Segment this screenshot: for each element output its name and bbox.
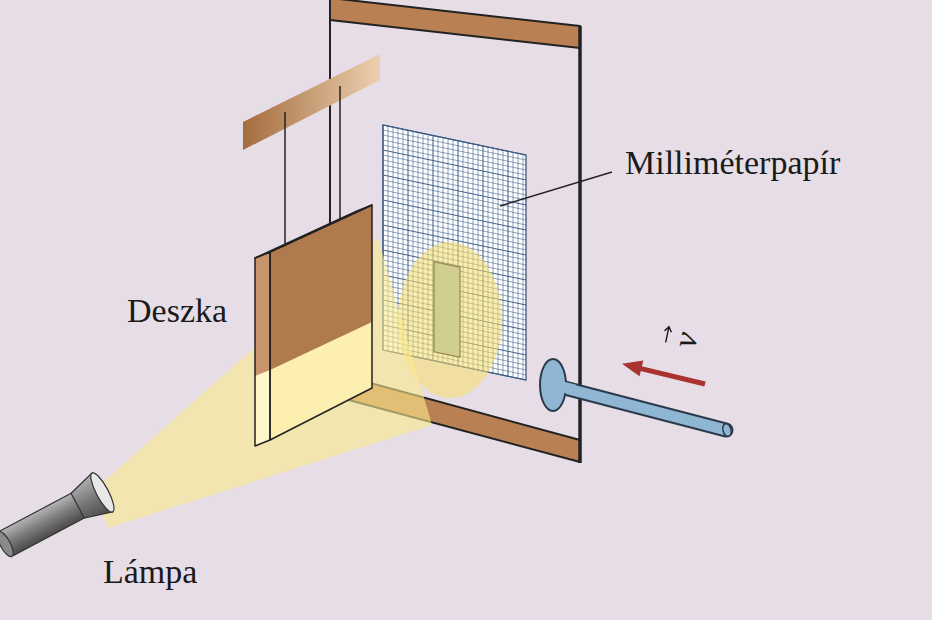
grid-line	[523, 154, 524, 379]
light-beam	[92, 238, 432, 528]
vector-arrow	[662, 326, 672, 343]
vector-arrow	[660, 324, 674, 346]
grid-line	[383, 145, 526, 175]
grid-line	[383, 140, 526, 170]
grid-line	[518, 153, 519, 378]
grid-line	[383, 135, 526, 165]
vector-label: v	[664, 328, 707, 351]
board-side	[255, 252, 270, 446]
board-outline	[255, 252, 270, 446]
grid-line	[383, 185, 526, 215]
grid-line	[383, 205, 526, 235]
board-front	[270, 205, 372, 440]
grid-line	[383, 210, 526, 240]
lamp	[0, 470, 118, 566]
rod	[553, 385, 726, 430]
grid-line	[383, 165, 526, 195]
lamp-body	[0, 492, 86, 556]
wooden-band	[330, 0, 580, 48]
grid-line	[383, 125, 526, 155]
suspension-bar	[243, 54, 380, 150]
grid-line	[383, 130, 526, 160]
grid-line	[507, 151, 508, 376]
lamp-lens	[87, 470, 118, 514]
grid-line	[383, 170, 526, 200]
velocity-arrowhead	[622, 361, 643, 377]
string	[339, 86, 341, 221]
rod-end	[721, 423, 732, 438]
rod	[555, 385, 575, 390]
grid-line	[383, 155, 526, 185]
grid-line	[383, 160, 526, 190]
grid-line	[383, 150, 526, 180]
rod	[553, 385, 726, 430]
board-lit	[255, 370, 270, 446]
grid-line	[383, 180, 526, 210]
grid-line	[383, 175, 526, 205]
velocity-arrow	[640, 368, 705, 384]
grid-line	[383, 215, 526, 245]
grid-line	[513, 152, 514, 377]
grid-line	[383, 195, 526, 225]
lamp-tail	[0, 529, 16, 558]
board-outline	[270, 205, 372, 440]
part-label: Deszka	[127, 291, 227, 332]
part-label: Milliméterpapír	[625, 143, 840, 184]
string	[284, 112, 286, 246]
board-lit	[270, 322, 372, 440]
leader-line	[500, 172, 612, 206]
part-label: Lámpa	[103, 552, 197, 593]
grid-line	[503, 150, 504, 375]
